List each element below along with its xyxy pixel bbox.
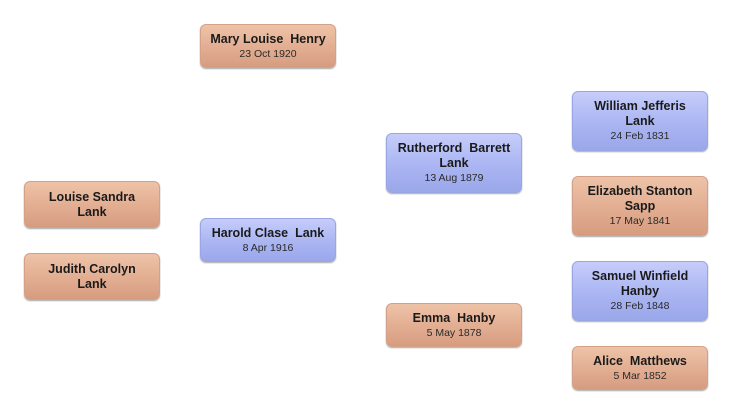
person-name: Judith Carolyn Lank [48, 261, 136, 291]
person-box-alice-matthews[interactable]: Alice Matthews 5 Mar 1852 [572, 346, 708, 390]
person-box-rutherford-barrett-lank[interactable]: Rutherford Barrett Lank 13 Aug 1879 [386, 133, 522, 193]
person-date: 8 Apr 1916 [242, 241, 294, 254]
person-box-samuel-winfield-hanby[interactable]: Samuel Winfield Hanby 28 Feb 1848 [572, 261, 708, 321]
person-name: Louise Sandra Lank [48, 189, 136, 219]
person-box-louise-sandra-lank[interactable]: Louise Sandra Lank [24, 181, 160, 228]
person-box-elizabeth-stanton-sapp[interactable]: Elizabeth Stanton Sapp 17 May 1841 [572, 176, 708, 236]
person-name: Harold Clase Lank [211, 225, 325, 240]
person-date: 24 Feb 1831 [610, 130, 670, 142]
person-name: Samuel Winfield Hanby [591, 269, 689, 298]
person-name: Mary Louise Henry [210, 31, 326, 46]
person-date: 5 May 1878 [426, 326, 482, 339]
person-name: Emma Hanby [412, 310, 496, 325]
person-date: 5 Mar 1852 [613, 369, 667, 382]
person-date: 23 Oct 1920 [239, 47, 297, 60]
person-name: Elizabeth Stanton Sapp [587, 184, 693, 213]
person-box-judith-carolyn-lank[interactable]: Judith Carolyn Lank [24, 253, 160, 300]
person-name: William Jefferis Lank [594, 99, 686, 128]
person-box-emma-hanby[interactable]: Emma Hanby 5 May 1878 [386, 303, 522, 347]
person-name: Rutherford Barrett Lank [397, 141, 511, 170]
person-box-mary-louise-henry[interactable]: Mary Louise Henry 23 Oct 1920 [200, 24, 336, 68]
person-date: 28 Feb 1848 [610, 300, 670, 312]
person-date: 13 Aug 1879 [424, 172, 484, 184]
person-date: 17 May 1841 [609, 215, 671, 227]
person-box-harold-clase-lank[interactable]: Harold Clase Lank 8 Apr 1916 [200, 218, 336, 262]
person-box-william-jefferis-lank[interactable]: William Jefferis Lank 24 Feb 1831 [572, 91, 708, 151]
person-name: Alice Matthews [593, 353, 687, 368]
